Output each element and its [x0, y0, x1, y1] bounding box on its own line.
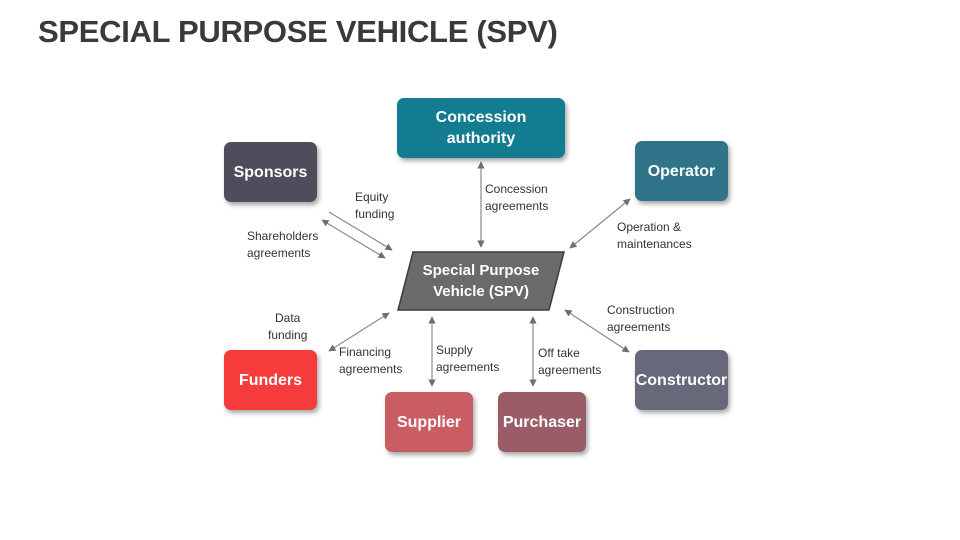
purchaser-node: Purchaser: [498, 392, 586, 452]
data-funding-label: Data funding: [268, 311, 308, 342]
offtake-agreements-label: Off take agreements: [538, 346, 602, 377]
operator-node: Operator: [635, 141, 728, 201]
spv-parallelogram: [397, 251, 565, 311]
construction-connector: [564, 309, 630, 353]
financing-connector: [328, 312, 390, 352]
constructor-node: Constructor: [635, 350, 728, 410]
concession-authority-node: Concession authority: [397, 98, 565, 158]
supplier-node: Supplier: [385, 392, 473, 452]
equity-funding-label: Equity funding: [355, 190, 395, 221]
supply-agreements-label: Supply agreements: [436, 343, 500, 374]
shareholders-agreements-label: Shareholders agreements: [247, 229, 319, 260]
operation-connector: [569, 198, 631, 249]
concession-agreements-label: Concession agreements: [485, 182, 549, 213]
spv-label: Special Purpose Vehicle (SPV): [422, 262, 540, 300]
sponsors-node: Sponsors: [224, 142, 317, 202]
operation-maintenances-label: Operation & maintenances: [617, 220, 692, 251]
page-title: SPECIAL PURPOSE VEHICLE (SPV): [38, 14, 558, 49]
construction-agreements-label: Construction agreements: [607, 303, 675, 334]
funders-node: Funders: [224, 350, 317, 410]
shareholders-connector: [321, 219, 386, 259]
financing-agreements-label: Financing agreements: [339, 345, 403, 376]
